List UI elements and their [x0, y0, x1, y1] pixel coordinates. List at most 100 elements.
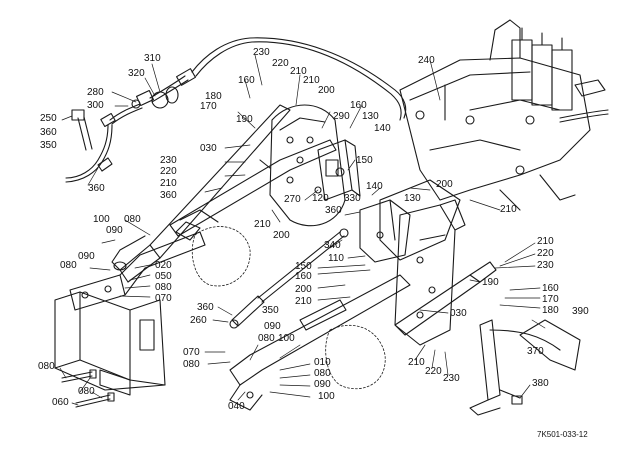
part-label-200-c: 200 [273, 230, 290, 241]
bolt-set-lower-left [61, 369, 115, 408]
part-label-360-d: 360 [325, 205, 342, 216]
part-label-210-f: 210 [537, 236, 554, 247]
part-label-080-c: 080 [155, 282, 172, 293]
part-label-130-b: 130 [404, 193, 421, 204]
part-label-310: 310 [144, 53, 161, 64]
valve-bracket [317, 139, 361, 201]
part-label-010: 010 [314, 357, 331, 368]
engine-casting [191, 226, 386, 389]
figure-code: 7K501-033-12 [537, 430, 588, 439]
part-label-210-c: 210 [160, 178, 177, 189]
part-label-210-e: 210 [254, 219, 271, 230]
part-label-050: 050 [155, 271, 172, 282]
part-label-210-b: 210 [303, 75, 320, 86]
part-label-180-b: 180 [542, 305, 559, 316]
part-label-140-b: 140 [366, 181, 383, 192]
part-label-120: 120 [312, 193, 329, 204]
part-label-100-c: 100 [318, 391, 335, 402]
part-label-170-b: 170 [542, 294, 559, 305]
part-label-200-a: 200 [318, 85, 335, 96]
part-label-360-b: 360 [88, 183, 105, 194]
part-label-230-c: 230 [537, 260, 554, 271]
part-label-340: 340 [324, 240, 341, 251]
part-label-350-a: 350 [40, 140, 57, 151]
part-label-210-h: 210 [408, 357, 425, 368]
part-label-160-a: 160 [238, 75, 255, 86]
part-label-140-a: 140 [374, 123, 391, 134]
part-label-040: 040 [228, 401, 245, 412]
part-label-100-a: 100 [93, 214, 110, 225]
part-label-260: 260 [190, 315, 207, 326]
lower-long-arm [229, 274, 411, 411]
part-label-280: 280 [87, 87, 104, 98]
part-label-200-b: 200 [436, 179, 453, 190]
part-label-080-d: 080 [258, 333, 275, 344]
mount-plate-left [269, 104, 346, 227]
part-label-180-a: 180 [205, 91, 222, 102]
part-label-100-b: 100 [278, 333, 295, 344]
part-label-370: 370 [527, 346, 544, 357]
lower-right-arm [394, 261, 497, 336]
upper-left-arm [111, 104, 291, 283]
part-label-090-b: 090 [78, 251, 95, 262]
hydraulic-cylinder [229, 228, 349, 329]
hose-coupler-assembly [65, 86, 179, 183]
part-label-080-b: 080 [60, 260, 77, 271]
part-label-020: 020 [155, 260, 172, 271]
part-label-360-c: 360 [160, 190, 177, 201]
part-label-390: 390 [572, 306, 589, 317]
leader-lines [59, 54, 546, 406]
part-label-220-d: 220 [425, 366, 442, 377]
part-label-220-b: 220 [160, 166, 177, 177]
part-label-210-g: 210 [295, 296, 312, 307]
part-label-080-a: 080 [124, 214, 141, 225]
part-label-150-a: 150 [356, 155, 373, 166]
part-label-250: 250 [40, 113, 57, 124]
part-label-230-a: 230 [253, 47, 270, 58]
part-label-130-a: 130 [362, 111, 379, 122]
front-bracket [54, 291, 166, 396]
part-label-360-a: 360 [40, 127, 57, 138]
part-label-080-e: 080 [183, 359, 200, 370]
part-label-090-d: 090 [314, 379, 331, 390]
part-label-240: 240 [418, 55, 435, 66]
stand-assembly [469, 319, 581, 416]
part-label-080-h: 080 [78, 386, 95, 397]
part-label-170-a: 170 [200, 101, 217, 112]
part-label-220-a: 220 [272, 58, 289, 69]
control-valve-stack [511, 27, 609, 123]
part-label-080-g: 080 [38, 361, 55, 372]
part-label-060: 060 [52, 397, 69, 408]
part-label-190-a: 190 [236, 114, 253, 125]
part-label-270: 270 [284, 194, 301, 205]
part-label-160-d: 160 [542, 283, 559, 294]
part-label-220-c: 220 [537, 248, 554, 259]
part-label-090-c: 090 [264, 321, 281, 332]
part-label-360-e: 360 [197, 302, 214, 313]
part-label-320: 320 [128, 68, 145, 79]
part-label-300: 300 [87, 100, 104, 111]
part-label-160-b: 160 [350, 100, 367, 111]
part-label-160-c: 160 [295, 271, 312, 282]
right-frame-arm [169, 139, 337, 237]
tractor-frame [379, 19, 591, 261]
part-label-190-b: 190 [482, 277, 499, 288]
part-label-030-b: 030 [450, 308, 467, 319]
part-label-090-a: 090 [106, 225, 123, 236]
part-label-230-b: 230 [160, 155, 177, 166]
part-label-380: 380 [532, 378, 549, 389]
left-bracket-plate [69, 231, 206, 311]
part-label-230-d: 230 [443, 373, 460, 384]
part-label-350-b: 350 [262, 305, 279, 316]
part-label-210-a: 210 [290, 66, 307, 77]
part-label-110: 110 [328, 253, 344, 264]
part-label-330: 330 [344, 193, 361, 204]
part-label-290: 290 [333, 111, 350, 122]
center-link-plate [359, 199, 411, 263]
part-label-070-a: 070 [155, 293, 172, 304]
part-label-210-d: 210 [500, 204, 517, 215]
mount-plate-right [394, 199, 466, 346]
part-label-150-b: 150 [295, 261, 312, 272]
